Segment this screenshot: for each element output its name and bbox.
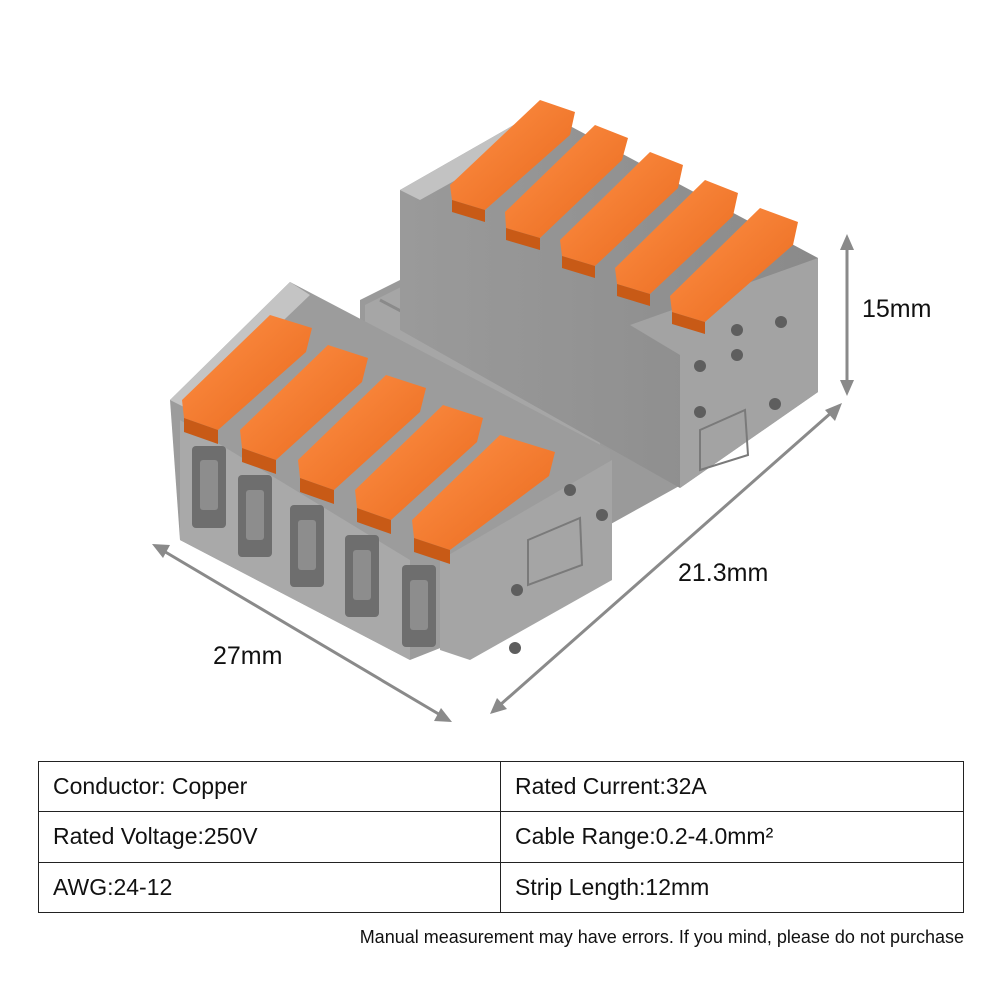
depth-dimension-label: 21.3mm [678, 559, 769, 587]
front-lever-4 [355, 405, 483, 534]
disclaimer-note: Manual measurement may have errors. If y… [359, 927, 964, 947]
spec-conductor: Conductor: Copper [38, 760, 501, 813]
specification-table: Conductor: Copper Rated Current:32A Rate… [38, 760, 964, 914]
back-lever-2 [505, 125, 628, 250]
width-dimension-label: 27mm [213, 642, 283, 670]
dimension-lines [152, 234, 854, 722]
connector-front-block [170, 282, 612, 660]
height-dimension-label: 15mm [862, 295, 932, 323]
spec-row: Conductor: Copper Rated Current:32A [38, 760, 964, 813]
spec-strip-length: Strip Length:12mm [500, 861, 964, 914]
spec-cable-range: Cable Range:0.2-4.0mm² [500, 811, 964, 863]
spec-awg: AWG:24-12 [38, 861, 501, 914]
front-lever-2 [240, 345, 368, 474]
connector-product-image [152, 100, 854, 722]
spec-row: AWG:24-12 Strip Length:12mm [38, 861, 964, 914]
back-lever-1 [450, 100, 575, 222]
back-lever-3 [560, 152, 683, 278]
height-dimension-arrow [840, 234, 854, 396]
spec-rated-current: Rated Current:32A [500, 760, 964, 813]
back-lever-5 [670, 208, 798, 334]
connector-back-block [400, 100, 818, 488]
spec-row: Rated Voltage:250V Cable Range:0.2-4.0mm… [38, 811, 964, 863]
spec-rated-voltage: Rated Voltage:250V [38, 811, 501, 863]
front-lever-3 [298, 375, 426, 504]
back-lever-4 [615, 180, 738, 306]
width-dimension-arrow [152, 544, 452, 722]
depth-dimension-arrow [490, 403, 842, 714]
front-lever-1 [182, 315, 312, 444]
front-lever-5 [412, 435, 555, 564]
